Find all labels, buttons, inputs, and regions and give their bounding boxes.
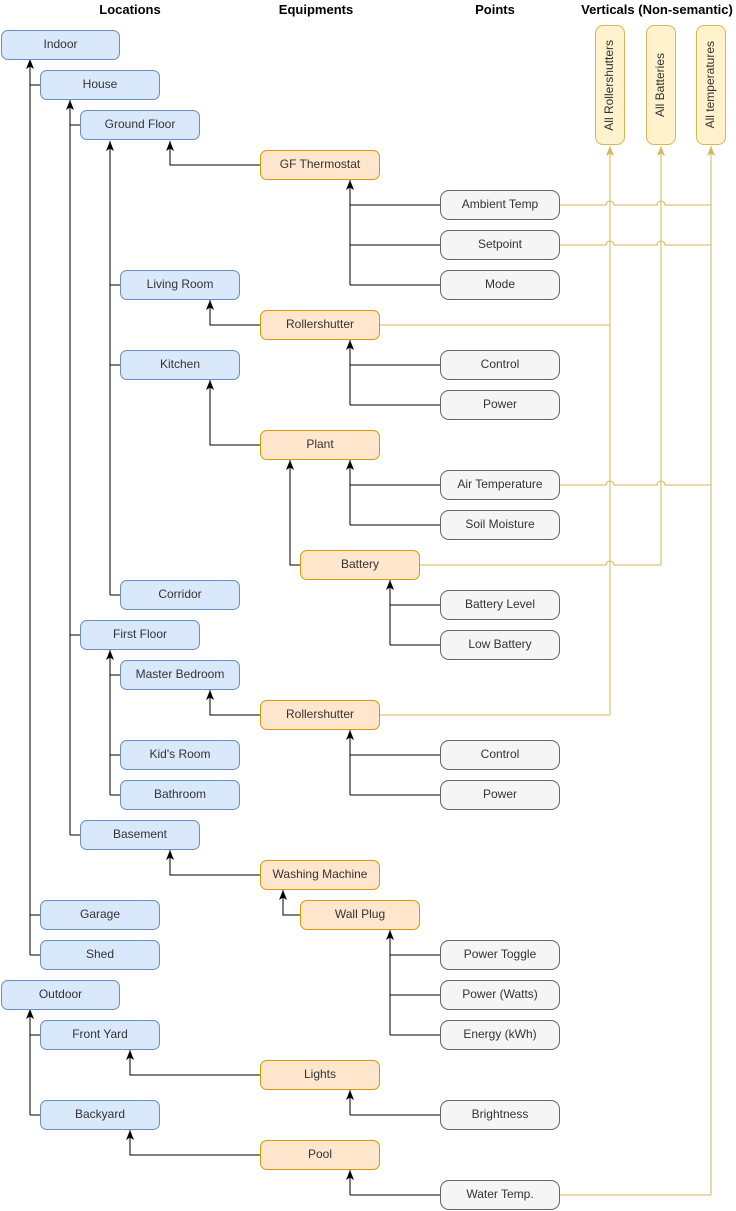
column-header-verticals: Verticals (Non-semantic)	[581, 2, 733, 17]
vertical-node-label: All Batteries	[653, 52, 668, 118]
location-node-first-floor: First Floor	[80, 620, 200, 650]
equipment-edges	[126, 141, 300, 1156]
point-node-energy-kwh: Energy (kWh)	[440, 1020, 560, 1050]
location-node-backyard: Backyard	[40, 1100, 160, 1130]
point-node-power-2: Power	[440, 780, 560, 810]
location-node-corridor: Corridor	[120, 580, 240, 610]
location-node-front-yard: Front Yard	[40, 1020, 160, 1050]
equipment-node-pool: Pool	[260, 1140, 380, 1170]
equipment-node-plant: Plant	[260, 430, 380, 460]
point-edges	[346, 180, 440, 1196]
vertical-node-all-batteries: All Batteries	[646, 25, 676, 145]
point-node-brightness: Brightness	[440, 1100, 560, 1130]
point-node-power-watts: Power (Watts)	[440, 980, 560, 1010]
vertical-node-all-rollershutters: All Rollershutters	[595, 25, 625, 145]
equipment-node-gf-thermostat: GF Thermostat	[260, 150, 380, 180]
location-node-bathroom: Bathroom	[120, 780, 240, 810]
equipment-node-washing-machine: Washing Machine	[260, 860, 380, 890]
location-node-kitchen: Kitchen	[120, 350, 240, 380]
location-node-garage: Garage	[40, 900, 160, 930]
column-header-points: Points	[475, 2, 515, 17]
equipment-node-rollershutter-1: Rollershutter	[260, 310, 380, 340]
point-node-power-1: Power	[440, 390, 560, 420]
location-node-outdoor: Outdoor	[1, 980, 120, 1010]
location-edges	[26, 59, 120, 1116]
equipment-node-wall-plug: Wall Plug	[300, 900, 420, 930]
equipment-node-battery: Battery	[300, 550, 420, 580]
column-header-locations: Locations	[99, 2, 161, 17]
column-header-equipments: Equipments	[278, 2, 354, 17]
point-node-soil-moisture: Soil Moisture	[440, 510, 560, 540]
point-node-power-toggle: Power Toggle	[440, 940, 560, 970]
location-node-indoor: Indoor	[1, 30, 120, 60]
point-node-battery-level: Battery Level	[440, 590, 560, 620]
point-node-mode: Mode	[440, 270, 560, 300]
location-node-basement: Basement	[80, 820, 200, 850]
point-node-water-temp: Water Temp.	[440, 1180, 560, 1210]
location-node-living-room: Living Room	[120, 270, 240, 300]
equipment-node-rollershutter-2: Rollershutter	[260, 700, 380, 730]
point-node-ambient-temp: Ambient Temp	[440, 190, 560, 220]
point-node-setpoint: Setpoint	[440, 230, 560, 260]
location-node-ground-floor: Ground Floor	[80, 110, 200, 140]
vertical-node-label: All temperatures	[703, 41, 718, 129]
point-node-low-battery: Low Battery	[440, 630, 560, 660]
point-node-control-2: Control	[440, 740, 560, 770]
location-node-master-bedroom: Master Bedroom	[120, 660, 240, 690]
point-node-air-temperature: Air Temperature	[440, 470, 560, 500]
vertical-node-all-temperatures: All temperatures	[696, 25, 726, 145]
point-node-control-1: Control	[440, 350, 560, 380]
vertical-edges	[380, 146, 715, 1196]
location-node-kids-room: Kid's Room	[120, 740, 240, 770]
vertical-node-label: All Rollershutters	[602, 39, 617, 131]
equipment-node-lights: Lights	[260, 1060, 380, 1090]
location-node-shed: Shed	[40, 940, 160, 970]
location-node-house: House	[40, 70, 160, 100]
